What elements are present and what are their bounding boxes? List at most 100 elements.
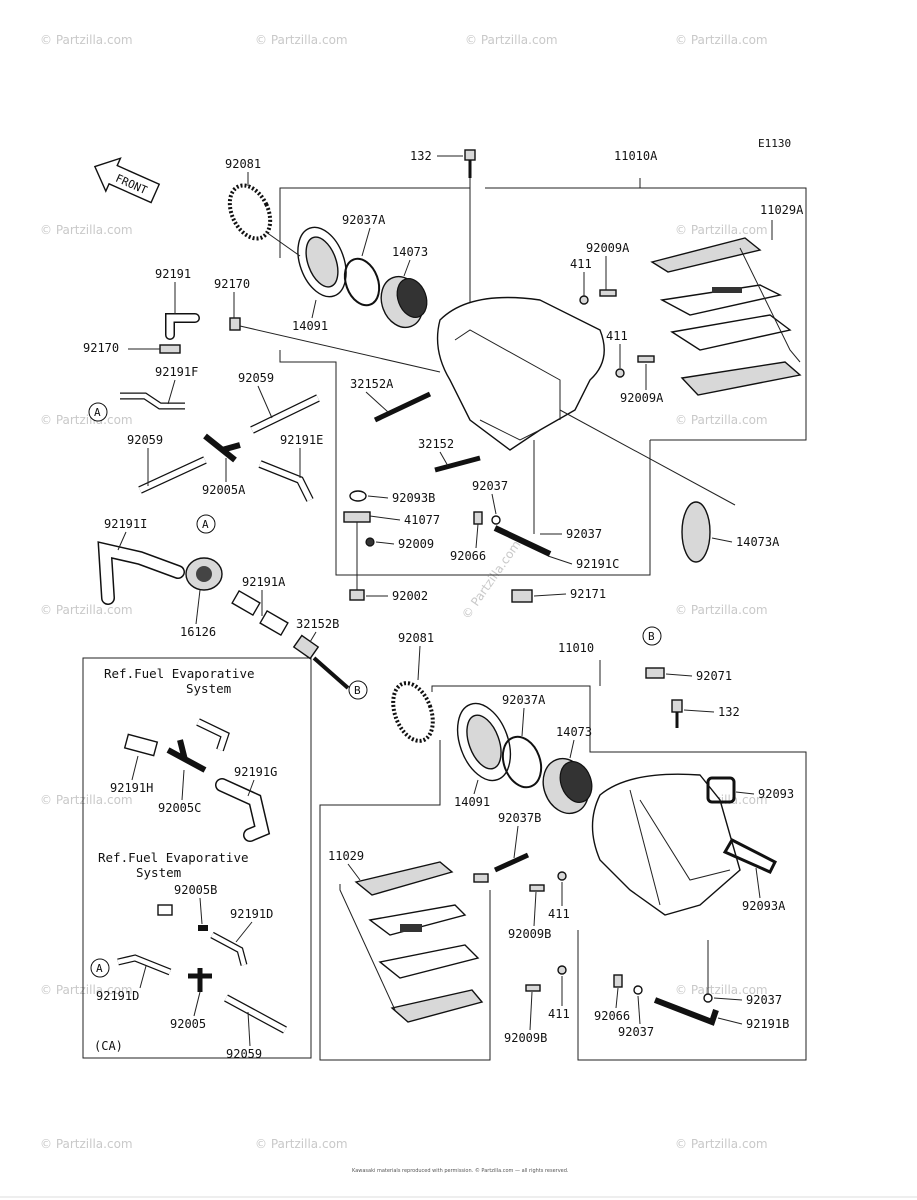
callout: 411: [606, 329, 628, 343]
watermark: © Partzilla.com: [465, 33, 558, 47]
marker-b-label: B: [354, 684, 361, 697]
filter-frame-11029a: [650, 237, 762, 273]
watermark: © Partzilla.com: [675, 33, 768, 47]
callout: 92009A: [586, 241, 630, 255]
filter-sponge: [670, 314, 792, 351]
marker-b: [348, 680, 368, 700]
watermark: © Partzilla.com: [675, 413, 768, 427]
callout: 11010: [558, 641, 594, 655]
ref-title: Ref.Fuel Evaporative: [104, 666, 255, 681]
callout: 32152A: [350, 377, 394, 391]
watermark: © Partzilla.com: [40, 1137, 133, 1151]
washer-411: [557, 871, 567, 881]
callout: 92059: [226, 1047, 262, 1061]
filter-frame-11029: [354, 861, 454, 896]
callout: 92170: [214, 277, 250, 291]
ref-title: System: [136, 865, 181, 880]
footer-note: Kawasaki materials reproduced with permi…: [352, 1167, 569, 1174]
ref-title: Ref.Fuel Evaporative: [98, 850, 249, 865]
filter-element: [368, 904, 467, 936]
marker-a-label: A: [96, 962, 103, 975]
callout: 92191G: [234, 765, 277, 779]
filter-frame: [680, 361, 802, 396]
callout: 411: [548, 907, 570, 921]
callout: 92071: [696, 669, 732, 683]
callout: 92037A: [502, 693, 546, 707]
callout: 132: [410, 149, 432, 163]
bolt-92009a: [637, 355, 655, 363]
lower-assembly-parts: [339, 667, 778, 1026]
callout: 92009A: [620, 391, 664, 405]
watermark: © Partzilla.com: [675, 603, 768, 617]
watermark: © Partzilla.com: [675, 1137, 768, 1151]
callout: 92093: [758, 787, 794, 801]
tee-92005a: [203, 433, 241, 463]
callout: 14073: [392, 245, 428, 259]
watermark: © Partzilla.com: [255, 33, 348, 47]
clamp-92037a: [343, 257, 381, 307]
callout: 11029: [328, 849, 364, 863]
ref-title: System: [186, 681, 231, 696]
callout: 411: [548, 1007, 570, 1021]
ref-box-parts: [117, 718, 287, 1034]
pin-92037b: [493, 852, 530, 873]
callout: 92170: [83, 341, 119, 355]
callout: 92037: [618, 1025, 654, 1039]
gasket-92093: [706, 776, 736, 804]
callout: 92037: [746, 993, 782, 1007]
clip-92170: [159, 344, 181, 354]
air-cleaner-housing: [436, 296, 605, 451]
callout: 92037A: [342, 213, 386, 227]
callout: 92009B: [508, 927, 551, 941]
callout: 92081: [398, 631, 434, 645]
callout: 92171: [570, 587, 606, 601]
tee-92005: [188, 968, 212, 992]
callout: 41077: [404, 513, 440, 527]
callout: 92191I: [104, 517, 147, 531]
air-cleaner-housing: [591, 773, 741, 916]
assembly-outlines: [82, 168, 807, 1061]
watermark: © Partzilla.com: [255, 1137, 348, 1151]
bolt-92009b: [525, 984, 541, 992]
callout: 92191D: [96, 989, 139, 1003]
watermark: © Partzilla.com: [40, 223, 133, 237]
bolt-92009b: [529, 884, 545, 892]
hose-92191b: [653, 997, 719, 1026]
callout: 32152B: [296, 617, 339, 631]
callout: 92191B: [746, 1017, 789, 1031]
marker-a: [90, 958, 110, 978]
spring-ring-92081: [227, 183, 273, 241]
front-arrow-icon: FRONT: [93, 157, 161, 204]
clip-92037: [633, 985, 643, 995]
marker-a: [88, 402, 108, 422]
watermark: © Partzilla.com: [40, 33, 133, 47]
callout: 92191D: [230, 907, 273, 921]
callout: 92005A: [202, 483, 246, 497]
hose-92191h: [123, 733, 159, 757]
callout: 92009B: [504, 1031, 547, 1045]
bolt-132: [671, 699, 683, 713]
callout: 92191E: [280, 433, 323, 447]
bolt-92009a: [599, 289, 617, 297]
callout: 11010A: [614, 149, 658, 163]
callout: 92081: [225, 157, 261, 171]
clip-92037: [703, 993, 713, 1003]
washer-411: [579, 295, 589, 305]
watermark: © Partzilla.com: [40, 603, 133, 617]
top-assembly-parts: [97, 149, 802, 690]
reference-markers: A A A B B: [88, 402, 662, 978]
pin-32152: [434, 455, 481, 473]
marker-b: [642, 626, 662, 646]
hose-92191a: [231, 589, 261, 617]
callout: 14091: [454, 795, 490, 809]
clip-92037: [491, 515, 501, 525]
watermark: © Partzilla.com: [40, 983, 133, 997]
callout: 92191: [155, 267, 191, 281]
pin-32152a: [373, 391, 432, 423]
callout-labels: 132 11010A 92081 92037A 14073 14091 1102…: [83, 149, 804, 1061]
watermark: © Partzilla.com: [675, 983, 768, 997]
callout: 11029A: [760, 203, 804, 217]
callout: 411: [570, 257, 592, 271]
duct-14073a: [681, 501, 711, 563]
callout: 14091: [292, 319, 328, 333]
